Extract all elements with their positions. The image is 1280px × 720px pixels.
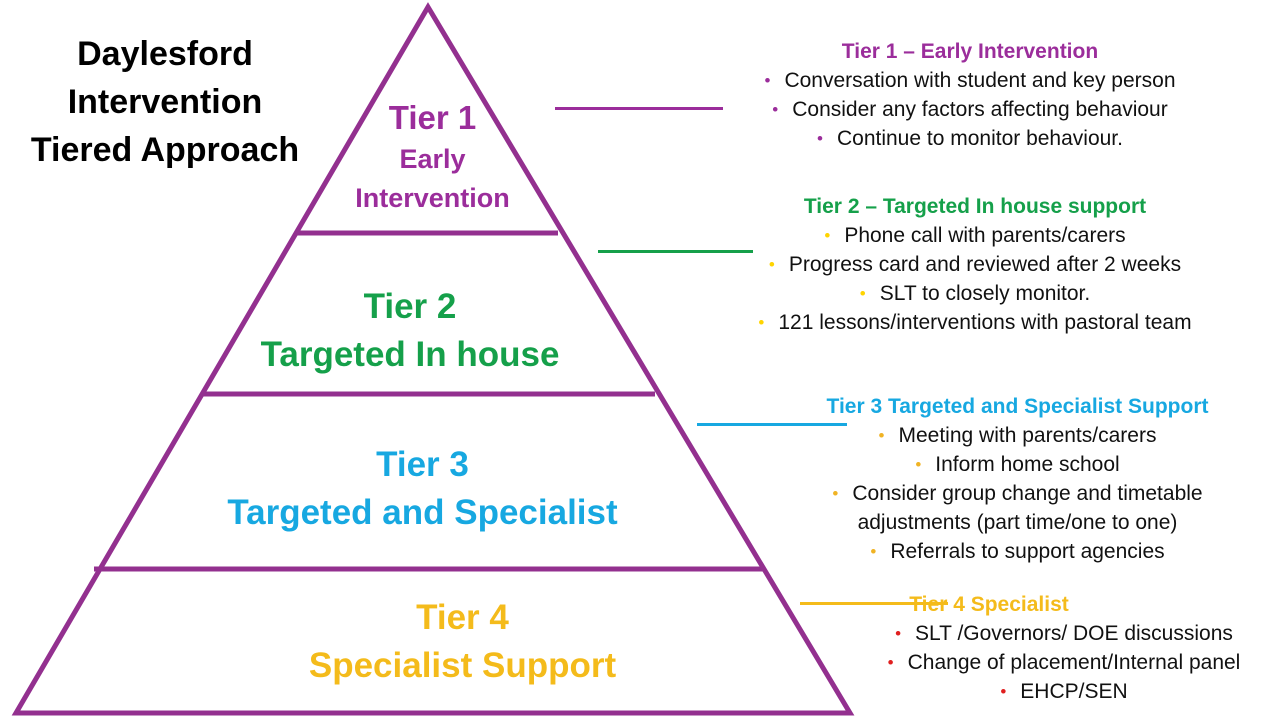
tier-3-connector (697, 423, 847, 426)
list-item: • Phone call with parents/carers (735, 221, 1215, 250)
bullet-icon: • (817, 129, 823, 148)
tier-1-label-line-2: Early (399, 144, 466, 174)
tier-3-label-name: Tier 3 (376, 445, 469, 484)
list-item: • Change of placement/Internal panel (855, 648, 1273, 677)
list-item: • SLT to closely monitor. (735, 279, 1215, 308)
bullet-icon: • (887, 653, 894, 672)
tier-4-connector (800, 602, 948, 605)
tier-2-label-line-2: Targeted In house (260, 335, 560, 374)
page-title-line-3: Tiered Approach (30, 131, 300, 169)
list-item: • Progress card and reviewed after 2 week… (735, 250, 1215, 279)
tier-2-list: • Phone call with parents/carers • Progres… (735, 221, 1215, 337)
bullet-icon: • (895, 624, 902, 643)
list-item: • 121 lessons/interventions with pastoral… (735, 308, 1215, 337)
list-item-text: 121 lessons/interventions with pastoral … (778, 311, 1192, 334)
list-item: • EHCP/SEN (855, 677, 1273, 706)
list-item: • Inform home school (790, 450, 1245, 479)
tier-4-panel-title: Tier 4 Specialist (909, 593, 1069, 616)
tier-3-panel-title: Tier 3 Targeted and Specialist Support (826, 395, 1209, 418)
tier-1-list: • Conversation with student and key perso… (700, 66, 1240, 153)
list-item-text: Inform home school (935, 453, 1120, 476)
list-item-text: Consider any factors affecting behaviour (792, 98, 1168, 121)
tier-4-list: • SLT /Governors/ DOE discussions • Change… (855, 619, 1273, 706)
tier-3-label-line-2: Targeted and Specialist (227, 493, 618, 532)
bullet-icon: • (1000, 682, 1007, 701)
tier-1-panel: Tier 1 – Early Intervention • Conversatio… (700, 37, 1240, 153)
tier-1-label: Tier 1 Early Intervention (300, 96, 565, 218)
bullet-icon: • (878, 426, 885, 445)
tier-4-panel: Tier 4 Specialist • SLT /Governors/ DOE d… (855, 590, 1273, 706)
list-item: • Meeting with parents/carers (790, 421, 1245, 450)
list-item: • Continue to monitor behaviour. (700, 124, 1240, 153)
list-item-text: EHCP/SEN (1020, 680, 1128, 703)
tier-4-label: Tier 4 Specialist Support (240, 594, 685, 690)
list-item: • SLT /Governors/ DOE discussions (855, 619, 1273, 648)
tier-1-connector (555, 107, 723, 110)
bullet-icon: • (832, 484, 839, 503)
page-title-line-1: Daylesford (77, 35, 253, 73)
list-item-text: SLT /Governors/ DOE discussions (915, 622, 1233, 645)
tier-2-label: Tier 2 Targeted In house (200, 283, 620, 379)
tier-1-label-name: Tier 1 (388, 99, 477, 136)
list-item: • Conversation with student and key perso… (700, 66, 1240, 95)
tier-1-label-line-3: Intervention (355, 183, 510, 213)
list-item-text: Progress card and reviewed after 2 weeks (788, 253, 1182, 276)
tier-3-label: Tier 3 Targeted and Specialist (190, 441, 655, 537)
list-item-text: Continue to monitor behaviour. (836, 127, 1123, 150)
page-title-line-2: Intervention (67, 83, 263, 121)
bullet-icon: • (772, 100, 779, 119)
pyramid-outline (11, 2, 855, 716)
bullet-icon: • (859, 284, 866, 303)
page-title: Daylesford Intervention Tiered Approach (10, 30, 320, 174)
tier-2-panel-title: Tier 2 – Targeted In house support (803, 195, 1147, 218)
tier-2-panel: Tier 2 – Targeted In house support • Phon… (735, 192, 1215, 337)
list-item-text: Consider group change and timetable adju… (852, 482, 1203, 534)
bullet-icon: • (870, 542, 877, 561)
bullet-icon: • (764, 71, 771, 90)
bullet-icon: • (824, 226, 831, 245)
list-item-text: SLT to closely monitor. (879, 282, 1091, 305)
tier-4-label-line-2: Specialist Support (308, 646, 617, 685)
tier-2-connector (598, 250, 753, 253)
tier-1-panel-title: Tier 1 – Early Intervention (841, 40, 1099, 63)
tier-2-label-name: Tier 2 (363, 287, 457, 326)
bullet-icon: • (758, 313, 765, 332)
list-item: • Consider any factors affecting behaviou… (700, 95, 1240, 124)
tier-4-label-name: Tier 4 (416, 598, 509, 637)
list-item-text: Referrals to support agencies (890, 540, 1165, 563)
list-item: • Consider group change and timetable adj… (790, 479, 1245, 537)
tier-3-panel: Tier 3 Targeted and Specialist Support •… (790, 392, 1245, 566)
list-item-text: Conversation with student and key person (784, 69, 1176, 92)
list-item-text: Change of placement/Internal panel (907, 651, 1241, 674)
tier-3-list: • Meeting with parents/carers • Inform hom… (790, 421, 1245, 566)
list-item-text: Meeting with parents/carers (898, 424, 1157, 447)
list-item-text: Phone call with parents/carers (844, 224, 1126, 247)
bullet-icon: • (915, 455, 922, 474)
list-item: • Referrals to support agencies (790, 537, 1245, 566)
bullet-icon: • (768, 255, 775, 274)
